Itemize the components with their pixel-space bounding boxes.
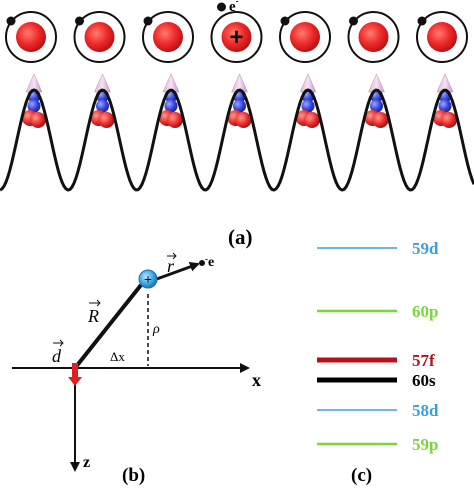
panel-b-label: (b) [122, 465, 145, 486]
rydberg-atom [279, 11, 331, 63]
blue-sphere [370, 99, 383, 113]
panel-c-label: (c) [351, 465, 372, 486]
panel-b-geometry: + R r -e ρ Δx d x z (b) [12, 252, 261, 486]
dipole-arrowhead [68, 377, 82, 386]
atom-core [153, 22, 183, 52]
ionized-electron-label: e- [229, 0, 239, 15]
panel-b-electron-label: -e [205, 254, 214, 270]
atom-core [427, 22, 457, 52]
blue-sphere [233, 99, 246, 113]
delta-x-label: Δx [110, 349, 125, 364]
rydberg-atom: + [210, 2, 263, 63]
atom-core [358, 22, 389, 52]
energy-level-59d: 59d [317, 239, 439, 258]
free-electron [217, 2, 226, 12]
blue-sphere [438, 99, 452, 113]
energy-level-57f: 57f [317, 351, 435, 370]
blue-sphere [301, 99, 315, 113]
rho-label: ρ [152, 322, 160, 337]
z-axis-label: z [83, 454, 90, 471]
level-label: 60s [412, 371, 436, 390]
red-sphere [372, 112, 389, 128]
energy-level-58d: 58d [317, 401, 439, 420]
red-sphere [441, 112, 457, 128]
red-sphere [30, 112, 46, 128]
dipole-arrow [227, 73, 252, 128]
dipole-arrow-row [22, 73, 457, 128]
level-label: 58d [412, 401, 439, 420]
ion-sign: + [144, 273, 152, 288]
vector-R-arrow [89, 299, 101, 307]
rydberg-atom [142, 11, 194, 63]
vector-d-label: d [52, 346, 62, 366]
vector-r-arrow [167, 252, 177, 260]
electron [349, 16, 358, 26]
blue-sphere [164, 99, 178, 113]
dipole-arrow [159, 73, 183, 128]
optical-lattice-potential [0, 88, 474, 192]
level-label: 59d [412, 239, 439, 258]
rydberg-atom-row: + [5, 2, 468, 63]
red-sphere [235, 112, 252, 128]
dipole-body [72, 363, 78, 377]
atom-core [16, 22, 46, 52]
blue-sphere [96, 99, 109, 113]
dipole-arrow [364, 73, 389, 128]
vector-R-label: R [87, 306, 99, 326]
rydberg-atom [416, 11, 468, 63]
dipole-arrow [433, 73, 457, 128]
vector-r-line [153, 262, 200, 282]
electron [75, 16, 84, 26]
red-sphere [304, 112, 320, 128]
ion-sign: + [229, 24, 243, 51]
level-label: 57f [412, 351, 435, 370]
dipole-arrow [90, 73, 115, 128]
vector-r-label: r [167, 256, 175, 276]
panel-a-lattice: + e- (a) [0, 0, 474, 249]
level-label: 60p [412, 302, 438, 321]
energy-level-59p: 59p [317, 435, 438, 454]
electron-dot [199, 260, 205, 266]
atom-core [290, 22, 320, 52]
dipole-arrow [296, 73, 320, 128]
electron [417, 16, 427, 26]
electron [280, 16, 290, 26]
x-axis-label: x [252, 370, 261, 390]
rydberg-atom [347, 11, 400, 63]
vector-d-arrow [53, 339, 64, 347]
electron [143, 16, 153, 26]
panel-a-label: (a) [228, 225, 253, 249]
energy-level-60s: 60s [317, 371, 436, 390]
rydberg-atom [73, 11, 126, 63]
red-sphere [98, 112, 115, 128]
electron [6, 16, 16, 26]
blue-sphere [27, 99, 41, 113]
vector-R-line [73, 283, 143, 370]
red-sphere [167, 112, 183, 128]
dipole-arrow [22, 73, 46, 128]
energy-level-60p: 60p [317, 302, 438, 321]
rydberg-atom [5, 11, 57, 63]
ion-core [138, 269, 158, 289]
atom-core [84, 22, 115, 52]
level-label: 59p [412, 435, 438, 454]
atom-core [221, 22, 252, 52]
